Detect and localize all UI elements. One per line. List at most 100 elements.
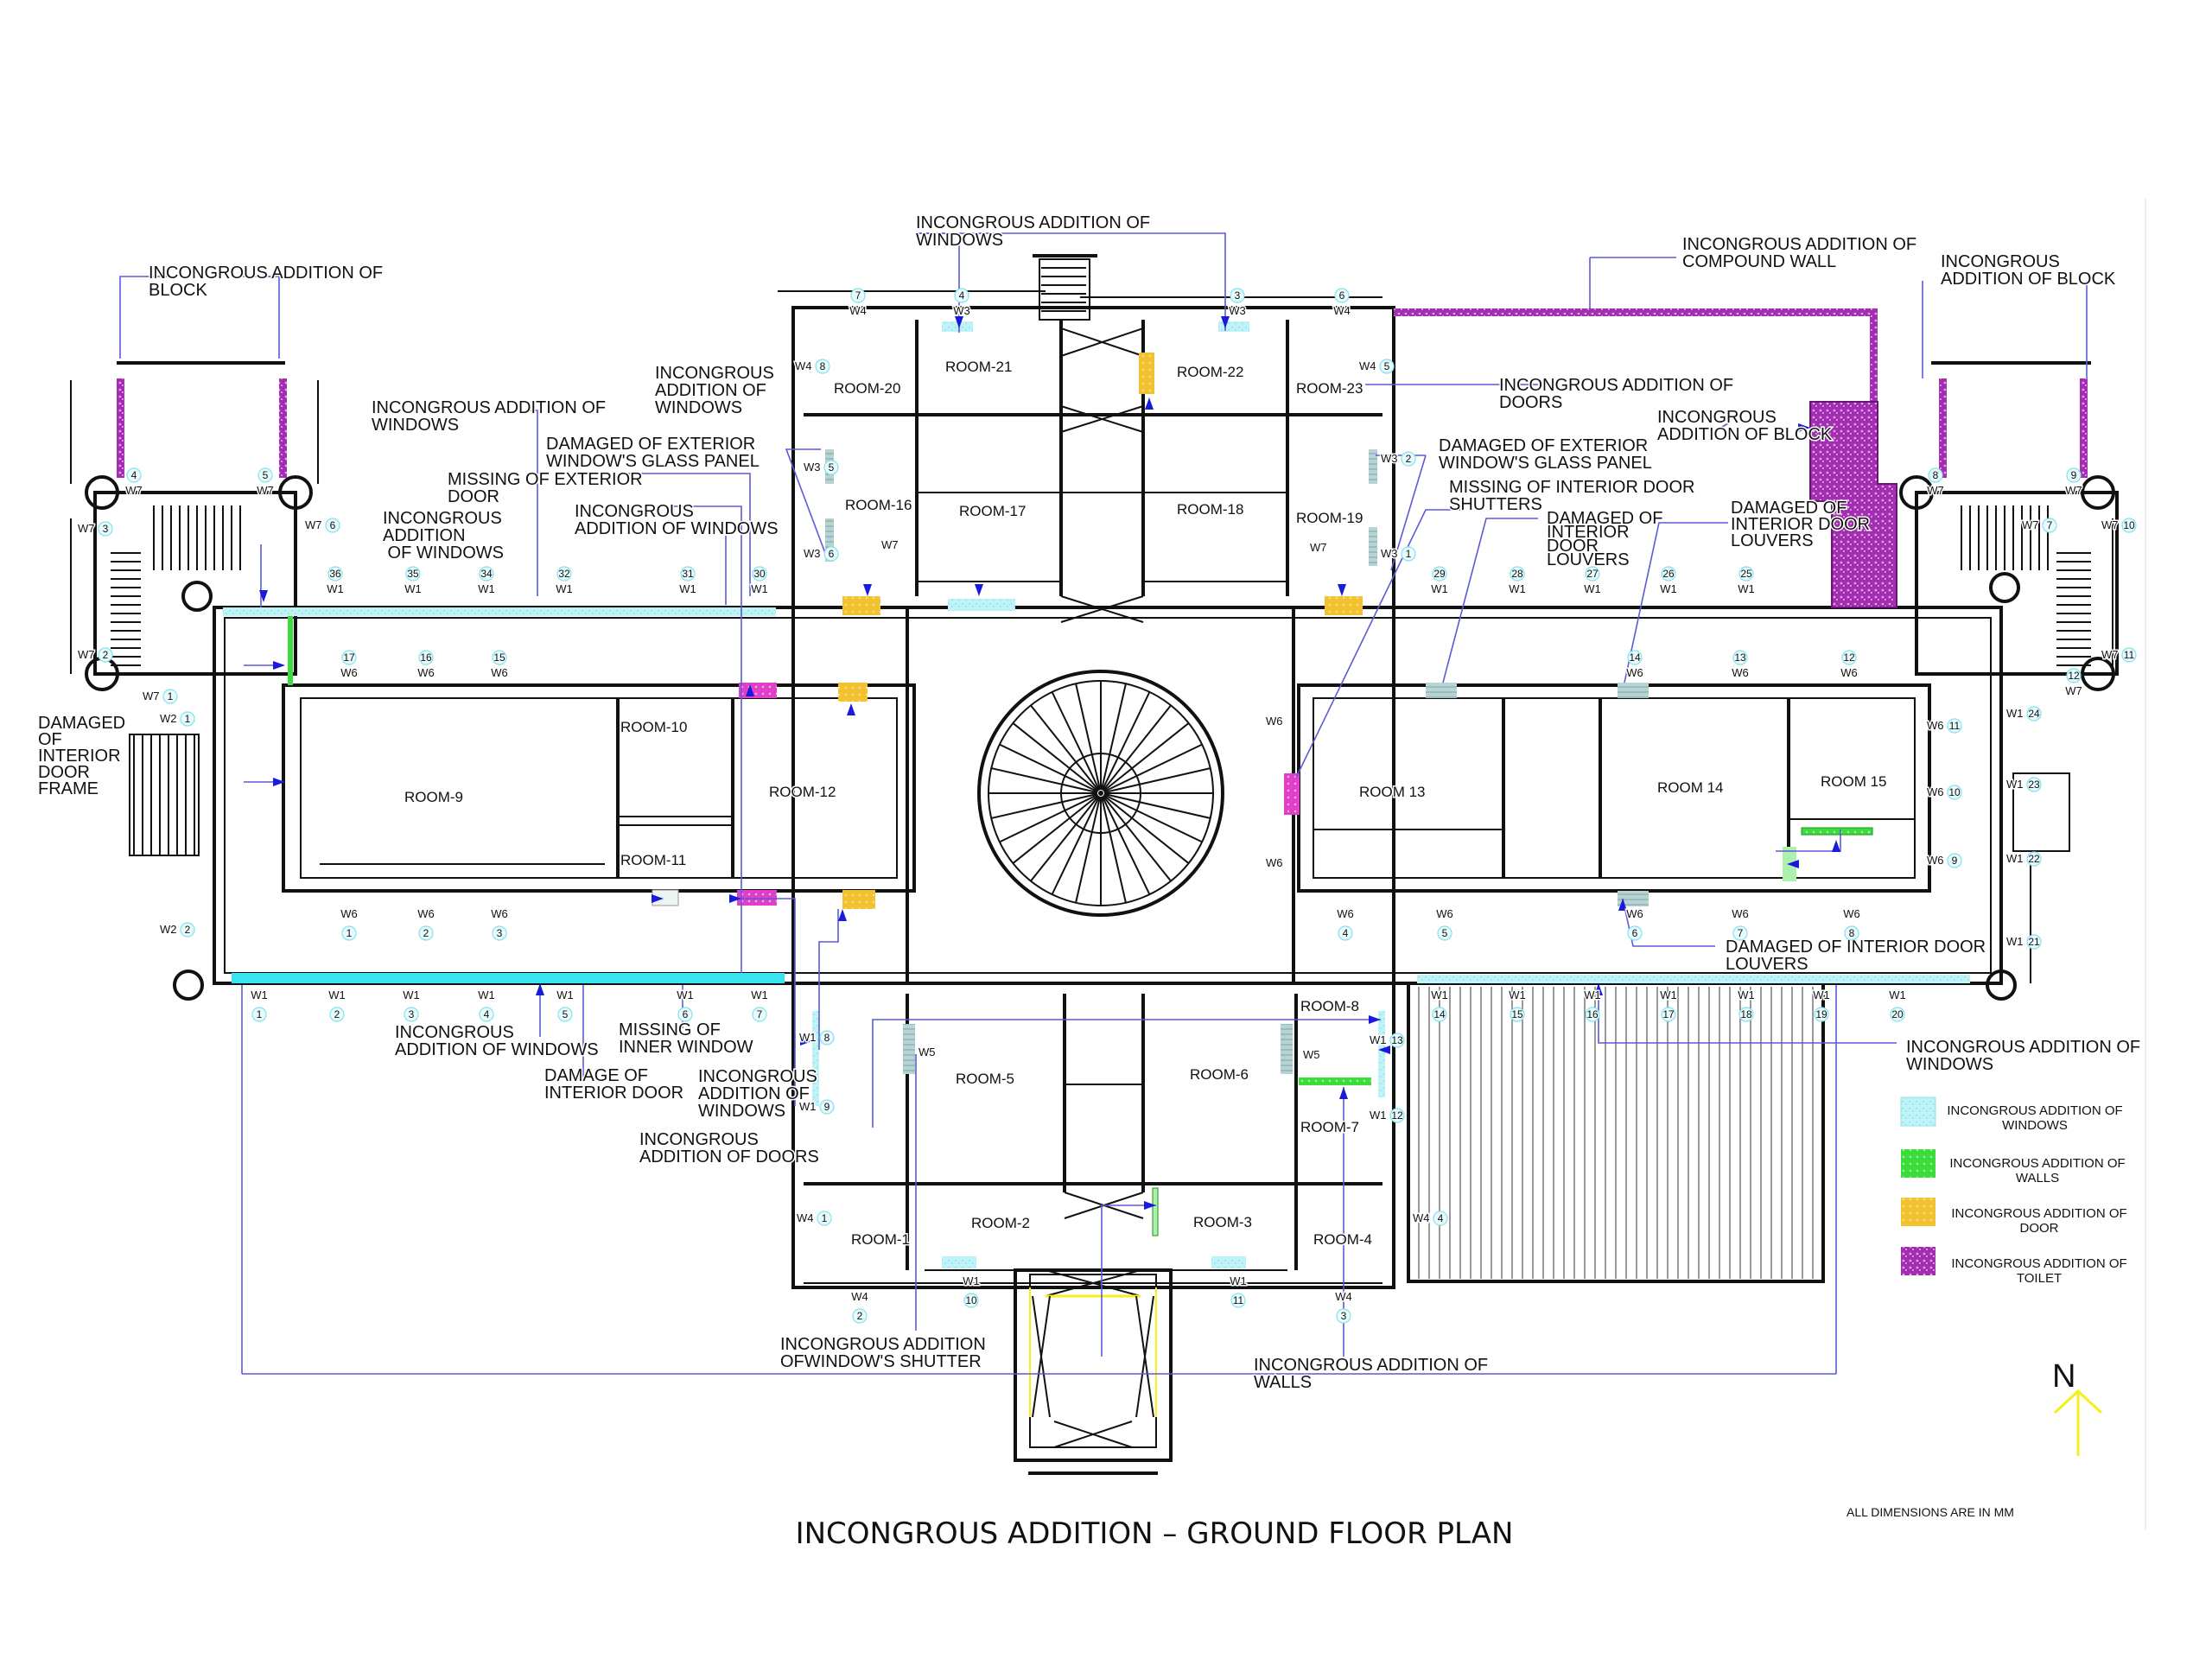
window-addition-n1 (942, 321, 973, 332)
window-tag-south-type: W1 (1738, 988, 1755, 1001)
window-tag-south-number: 18 (1740, 1008, 1752, 1020)
room-3: ROOM-3 (1193, 1214, 1252, 1230)
south-block (791, 982, 1395, 1475)
window-tag-north-number: 32 (558, 568, 570, 580)
window-tag-north-block-type: W4 (849, 304, 867, 317)
addition-room12-top (739, 683, 777, 698)
window-addition-room8 (1378, 1011, 1385, 1097)
room-7: ROOM-7 (1300, 1119, 1359, 1135)
window-tag-north-block: W7 (1309, 540, 1329, 556)
window-tag-stair-left-number: 3 (103, 523, 109, 535)
window-tag-north-block: 3W3 (1228, 288, 1247, 319)
window-tag-stair-right-number: 9 (2071, 469, 2077, 481)
room-18: ROOM-18 (1177, 501, 1243, 518)
window-tag-north-block: W7 (880, 537, 900, 553)
toilet-block-mid-right (1809, 401, 1897, 608)
window-tag-stair-right-number: 12 (2068, 670, 2080, 682)
window-tag-stair-right-type: W7 (1927, 484, 1944, 497)
window-tag-south-type: W1 (328, 988, 346, 1001)
window-addition-room2 (942, 1256, 976, 1268)
north-label: N (2052, 1358, 2075, 1395)
spiral-staircase (977, 670, 1224, 917)
window-tag-w6-bottom-number: 7 (1738, 927, 1744, 939)
window-tag-north-block-type: W3 (1229, 304, 1246, 317)
window-tag-south-number: 4 (484, 1008, 490, 1020)
window-tag-w6-top-type: W6 (1840, 666, 1858, 679)
w5-right (1281, 1024, 1293, 1074)
window-tag-south-type: W1 (556, 988, 574, 1001)
room-19: ROOM-19 (1296, 510, 1363, 526)
window-tag-south-number: 6 (683, 1008, 689, 1020)
window-tag-south-type: W1 (478, 988, 495, 1001)
window-tag-stair-right-number: 8 (1933, 469, 1939, 481)
window-tag-w6-side-type: W6 (1927, 785, 1944, 798)
window-tag-north-number: 26 (1662, 568, 1675, 580)
window-tag-stair-left-type: W2 (160, 923, 177, 936)
window-tag-north-type: W1 (327, 582, 344, 595)
window-tag-north-block-number: 1 (1406, 548, 1412, 560)
toilet-block-left-a (117, 378, 124, 478)
window-tag-stair-right-type: W7 (2022, 518, 2039, 531)
window-tag-w6-bottom-type: W6 (1843, 907, 1860, 920)
room-1: ROOM-1 (851, 1231, 910, 1248)
compound-wall-side (1870, 308, 1878, 405)
window-addition-room5-w (812, 1011, 819, 1106)
window-tag-w6-top-type: W6 (491, 666, 508, 679)
window-tag-w6-side-type: W6 (1927, 719, 1944, 732)
window-tag-w6-bottom-number: 3 (497, 927, 503, 939)
window-tag-w6-top-number: 14 (1629, 652, 1641, 664)
window-tag-stair-left-number: 2 (185, 924, 191, 936)
additions (117, 308, 2088, 1268)
room-12: ROOM-12 (769, 784, 836, 800)
addition-room12-bottom (737, 890, 777, 906)
window-tag-south: W13 (402, 988, 421, 1022)
window-tag-north-number: 27 (1586, 568, 1599, 580)
window-tag-north-block-number: 2 (1406, 453, 1412, 465)
window-tag-w6-bottom-number: 6 (1632, 927, 1638, 939)
window-tag-stair-right-number: 10 (2123, 519, 2135, 531)
window-tag-w6-bottom: W68 (1842, 906, 1861, 941)
window-tag-south-block-type: W1 (799, 1100, 817, 1113)
window-tag-w6-side-left-type: W6 (1266, 856, 1283, 869)
window-tag-w6-top-type: W6 (417, 666, 435, 679)
window-tag-south-type: W1 (1431, 988, 1448, 1001)
window-tag-north-type: W1 (404, 582, 422, 595)
window-tag-w6-top-type: W6 (1732, 666, 1749, 679)
room-9: ROOM-9 (404, 789, 463, 805)
door-addition-5 (842, 890, 875, 909)
window-addition-room3 (1211, 1256, 1246, 1268)
window-tag-w6-top-number: 13 (1734, 652, 1746, 664)
window-tag-south-block-number: 2 (857, 1310, 863, 1322)
window-tag-south-type: W1 (1813, 988, 1830, 1001)
window-tag-north-type: W1 (478, 582, 495, 595)
legend-swatch-toilet (1901, 1247, 1936, 1275)
window-addition-north-west (223, 607, 776, 616)
